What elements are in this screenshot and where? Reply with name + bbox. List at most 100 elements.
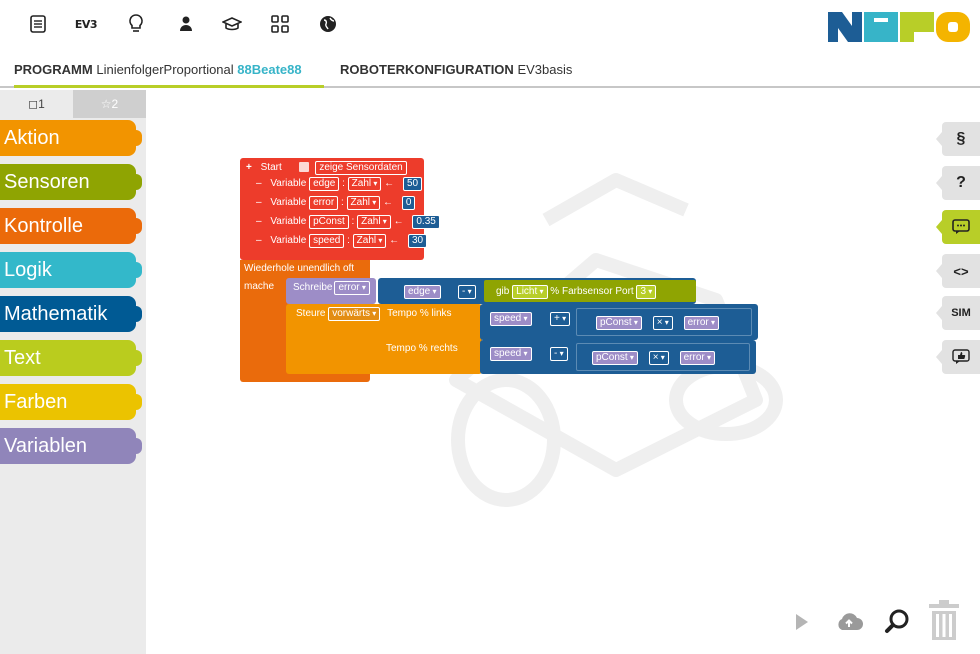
thumbs-up-icon: [952, 349, 970, 364]
tempo-left-label: Tempo % links: [387, 308, 452, 319]
steer-label: Steure: [296, 308, 326, 319]
category-sensoren[interactable]: Sensoren: [0, 164, 142, 200]
remove-icon[interactable]: –: [256, 216, 262, 227]
left-speed-var[interactable]: speed: [490, 312, 532, 326]
minus-operator-label: -: [458, 285, 476, 299]
write-label: Schreibe: [293, 282, 333, 293]
toolbox-level-tabs: ◻1 ☆2: [0, 90, 146, 118]
steer-block[interactable]: [286, 304, 482, 374]
cloud-upload-icon[interactable]: [834, 610, 864, 634]
trash-icon[interactable]: [926, 598, 962, 642]
variable-name[interactable]: error: [309, 196, 339, 210]
toolbox-level-1-tab[interactable]: ◻1: [0, 90, 73, 118]
variable-keyword: Variable: [270, 178, 307, 189]
plus-operator-dropdown[interactable]: +: [550, 312, 571, 326]
variable-name[interactable]: speed: [309, 234, 345, 248]
graduation-cap-icon[interactable]: [218, 10, 246, 38]
blockly-workspace[interactable]: § ? <> SIM + Start zeige Sensordaten – V…: [146, 90, 980, 654]
edge-variable[interactable]: edge: [404, 285, 441, 299]
bulb-icon[interactable]: [122, 10, 150, 38]
times-operator-dropdown[interactable]: ×: [652, 316, 673, 330]
error-variable[interactable]: error: [683, 316, 719, 330]
config-name: EV3basis: [517, 62, 573, 77]
sensor-mode-dropdown[interactable]: Licht: [512, 285, 548, 299]
toolbox-level-2-tab[interactable]: ☆2: [73, 90, 146, 118]
tempo-right-label: Tempo % rechts: [386, 343, 458, 354]
pconst-variable[interactable]: pConst: [596, 316, 642, 330]
variable-type-dropdown[interactable]: Zahl: [357, 215, 391, 229]
error-variable[interactable]: error: [679, 351, 715, 365]
port-dropdown[interactable]: 3: [636, 285, 657, 299]
start-block-header: + Start zeige Sensordaten: [246, 161, 407, 175]
category-aktion[interactable]: Aktion: [0, 120, 142, 156]
write-variable-dropdown[interactable]: error: [334, 281, 370, 295]
blockly-toolbox: ◻1 ☆2 Aktion Sensoren Kontrolle Logik Ma…: [0, 90, 146, 654]
tab-config-label: ROBOTERKONFIGURATION: [340, 62, 514, 77]
gallery-icon[interactable]: [266, 10, 294, 38]
help-button[interactable]: ?: [936, 166, 980, 200]
steer-block-header: Steure vorwärts Tempo % links: [296, 307, 452, 321]
tab-program-label: PROGRAMM: [14, 62, 93, 77]
left-product-content: pConst × error: [596, 316, 719, 330]
remove-icon[interactable]: –: [256, 178, 262, 189]
variable-row-edge[interactable]: – Variable edge : Zahl ← 50: [256, 177, 423, 191]
nepo-logo: [828, 12, 970, 42]
get-label: gib: [496, 286, 510, 297]
feedback-button[interactable]: [936, 340, 980, 374]
variable-name[interactable]: edge: [309, 177, 340, 191]
variable-type-dropdown[interactable]: Zahl: [346, 196, 381, 210]
do-label: mache: [244, 281, 275, 292]
run-program-icon[interactable]: [792, 610, 812, 634]
program-name: LinienfolgerProportional: [96, 62, 234, 77]
tab-robot-config[interactable]: ROBOTERKONFIGURATION EV3basis: [340, 52, 572, 86]
minus-operator-dropdown[interactable]: -: [458, 285, 476, 299]
variable-keyword: Variable: [270, 197, 307, 208]
remove-icon[interactable]: –: [256, 197, 262, 208]
times-operator-dropdown[interactable]: ×: [648, 351, 669, 365]
add-icon[interactable]: +: [246, 162, 252, 173]
user-icon[interactable]: [172, 10, 200, 38]
variable-keyword: Variable: [270, 216, 307, 227]
right-product-content: pConst × error: [592, 351, 715, 365]
category-logik[interactable]: Logik: [0, 252, 142, 288]
category-kontrolle[interactable]: Kontrolle: [0, 208, 142, 244]
sensor-data-checkbox[interactable]: [298, 162, 309, 173]
color-sensor-label: Farbsensor: [561, 286, 613, 297]
speed-variable-label: speed: [490, 312, 532, 326]
direction-dropdown[interactable]: vorwärts: [328, 307, 381, 321]
variable-row-pconst[interactable]: – Variable pConst : Zahl ← 0.35: [256, 215, 440, 229]
sim-button[interactable]: SIM: [936, 296, 980, 330]
color-sensor-block-content: gib Licht % Farbsensor Port 3: [496, 285, 657, 299]
port-label: Port: [615, 286, 634, 297]
minus-operator-label: -: [550, 347, 568, 361]
category-mathematik[interactable]: Mathematik: [0, 296, 142, 332]
comment-button[interactable]: [936, 210, 980, 244]
variable-row-error[interactable]: – Variable error : Zahl ← 0: [256, 196, 416, 210]
globe-icon[interactable]: [314, 10, 342, 38]
code-view-button[interactable]: §: [936, 122, 980, 156]
variable-name[interactable]: pConst: [309, 215, 349, 229]
start-label: Start: [260, 162, 282, 173]
category-farben[interactable]: Farben: [0, 384, 142, 420]
remove-icon[interactable]: –: [256, 235, 262, 246]
variable-type-dropdown[interactable]: Zahl: [347, 177, 382, 191]
variable-value[interactable]: 0.35: [412, 215, 440, 229]
program-icon[interactable]: [24, 10, 52, 38]
variable-value[interactable]: 0: [401, 196, 416, 210]
variable-value[interactable]: 50: [402, 177, 423, 191]
variable-value[interactable]: 30: [407, 234, 428, 248]
variable-type-dropdown[interactable]: Zahl: [352, 234, 387, 248]
program-owner-glyph: 88: [237, 62, 252, 77]
minus-operator-dropdown-right[interactable]: -: [550, 347, 568, 361]
tab-program[interactable]: PROGRAMM LinienfolgerProportional 88Beat…: [14, 52, 324, 88]
comment-icon: [952, 219, 970, 234]
category-variablen[interactable]: Variablen: [0, 428, 142, 464]
category-text[interactable]: Text: [0, 340, 142, 376]
source-code-button[interactable]: <>: [936, 254, 980, 288]
pconst-variable[interactable]: pConst: [592, 351, 638, 365]
variable-row-speed[interactable]: – Variable speed : Zahl ← 30: [256, 234, 428, 248]
zoom-reset-icon[interactable]: [882, 606, 912, 636]
right-speed-var[interactable]: speed: [490, 347, 532, 361]
robot-ev3-icon[interactable]: EV3: [74, 17, 98, 31]
